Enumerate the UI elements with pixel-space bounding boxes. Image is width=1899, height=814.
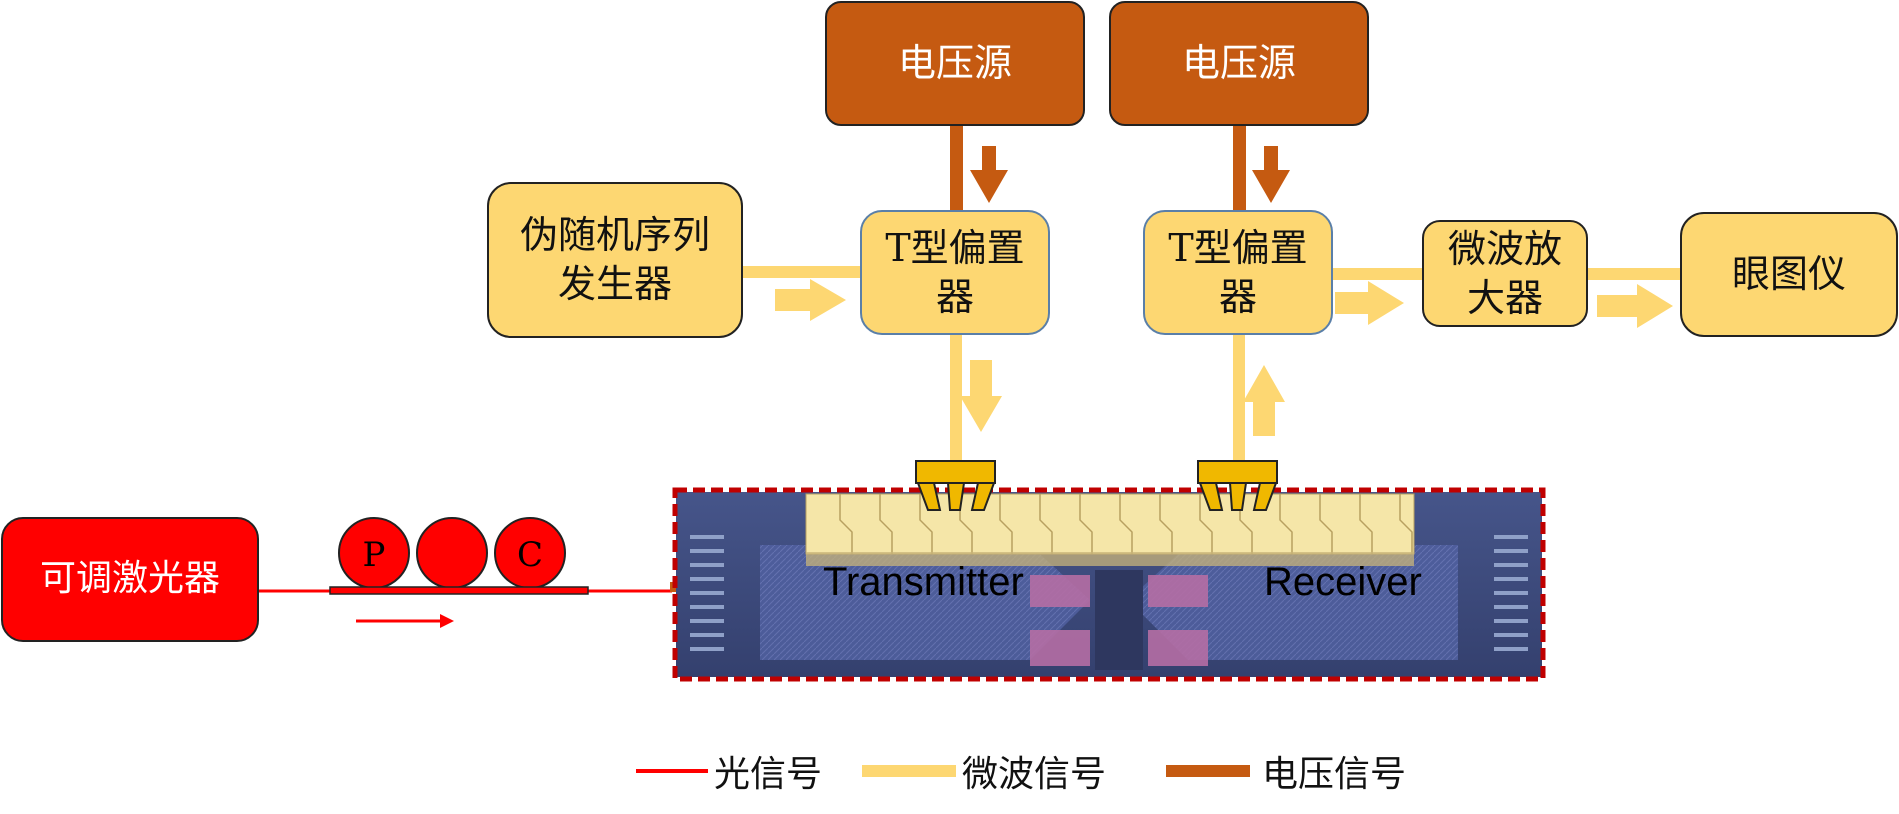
legend-voltage: 电压信号 <box>1262 748 1407 795</box>
chip-tx-device-2 <box>1030 630 1090 666</box>
voltage-line-2 <box>1233 126 1246 212</box>
mw-line-tee-to-amp <box>1332 268 1424 280</box>
tunable-laser-label: 可调激光器 <box>39 558 220 600</box>
voltage-connections <box>950 126 1290 212</box>
mw-arrow-amp-to-scope <box>1597 284 1673 328</box>
legend-microwave: 微波信号 <box>962 748 1107 795</box>
microwave-connections <box>743 266 1682 462</box>
eye-diagram-scope: 眼图仪 <box>1680 212 1898 337</box>
bias-tee-tx-label: T型偏置 器 <box>885 225 1025 319</box>
rf-probe-rx <box>1197 460 1278 511</box>
chip-electrode-strip <box>805 493 1415 555</box>
chip-micrograph <box>672 487 1546 682</box>
microwave-amplifier-label: 微波放 大器 <box>1447 226 1562 320</box>
legend-microwave-label: 微波信号 <box>962 754 1107 795</box>
chip-tx-region <box>760 545 1090 660</box>
voltage-source-2-label: 电压源 <box>1181 41 1296 86</box>
bias-tee-rx-label: T型偏置 器 <box>1168 225 1308 319</box>
mw-line-chip-to-tee <box>1233 335 1245 462</box>
prbs-generator-label: 伪随机序列 发生器 <box>519 213 710 306</box>
mw-arrow-tee-to-chip <box>960 360 1002 432</box>
chip-tx-device-1 <box>1030 575 1090 607</box>
chip-center-gap <box>1095 570 1143 670</box>
chip-bottom-rail <box>806 552 1414 566</box>
transmitter-label: Transmitter <box>823 560 1024 604</box>
eye-diagram-scope-label: 眼图仪 <box>1731 252 1846 297</box>
polarization-controller: P C <box>329 517 589 595</box>
pc-base <box>329 586 589 595</box>
pc-paddle-2 <box>416 517 488 589</box>
legend-optical-label: 光信号 <box>714 754 823 795</box>
voltage-arrow-2 <box>1252 146 1290 203</box>
mw-arrow-prbs-to-tee <box>775 279 846 321</box>
legend-optical: 光信号 <box>714 748 823 795</box>
pc-paddle-1-label: P <box>363 535 386 575</box>
mw-line-tee-to-chip <box>950 335 962 462</box>
direction-arrow-head <box>440 614 454 628</box>
bias-tee-tx: T型偏置 器 <box>860 210 1050 335</box>
chip-rx-device-1 <box>1148 575 1208 607</box>
microwave-amplifier: 微波放 大器 <box>1422 220 1588 327</box>
prbs-generator: 伪随机序列 发生器 <box>487 182 743 338</box>
chip-rx-region <box>1128 545 1458 660</box>
mw-arrow-tee-to-amp <box>1335 281 1404 325</box>
tunable-laser: 可调激光器 <box>1 517 259 642</box>
voltage-line-1 <box>950 126 963 212</box>
chip-left-pads <box>690 535 724 651</box>
mw-line-prbs-to-tee <box>743 266 861 278</box>
voltage-source-2: 电压源 <box>1109 1 1369 126</box>
chip-boundary <box>672 487 1546 682</box>
chip-rx-device-2 <box>1148 630 1208 666</box>
voltage-source-1: 电压源 <box>825 1 1085 126</box>
chip-right-pads <box>1494 535 1528 651</box>
voltage-arrow-1 <box>970 146 1008 203</box>
bias-tee-rx: T型偏置 器 <box>1143 210 1333 335</box>
legend-voltage-label: 电压信号 <box>1262 754 1407 795</box>
pc-paddle-3-label: C <box>517 535 543 575</box>
mw-arrow-chip-to-tee <box>1243 365 1285 436</box>
receiver-label: Receiver <box>1264 560 1422 604</box>
mw-line-amp-to-scope <box>1586 268 1682 280</box>
rf-probe-tx <box>915 460 996 511</box>
voltage-source-1-label: 电压源 <box>897 41 1012 86</box>
